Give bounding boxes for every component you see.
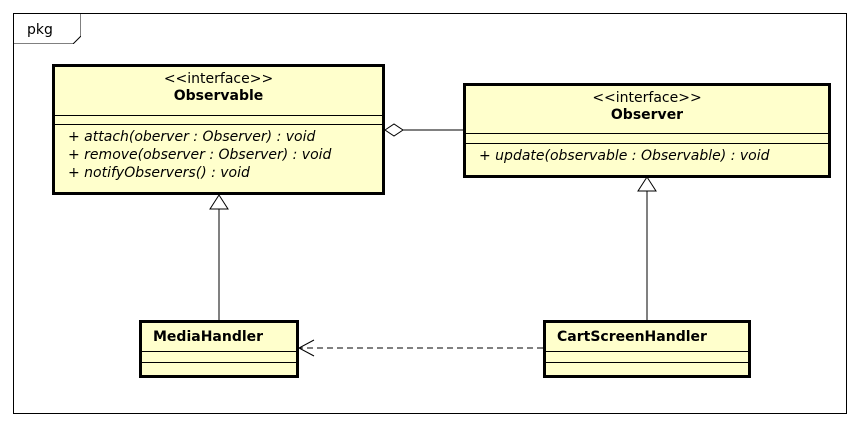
observable-divider: [55, 115, 382, 116]
media-handler-attributes: [142, 352, 296, 362]
observable-method-remove: + remove(observer : Observer) : void: [68, 147, 332, 163]
observer-class-name: Observer: [610, 107, 684, 123]
media-handler-class-box: MediaHandler: [139, 320, 299, 378]
observer-realization-arrowhead-icon: [637, 176, 657, 192]
media-handler-divider: [142, 351, 296, 352]
media-handler-header: MediaHandler: [142, 323, 296, 351]
package-frame: [13, 13, 847, 414]
observer-interface-box: <<interface>> Observer + update(observab…: [463, 83, 831, 178]
observer-divider: [466, 143, 828, 144]
package-tab: [13, 13, 81, 44]
observable-method-attach: + attach(oberver : Observer) : void: [68, 129, 316, 145]
observer-header: <<interface>> Observer: [466, 86, 828, 133]
cart-screen-handler-class-box: CartScreenHandler: [543, 320, 751, 378]
cart-screen-handler-attributes: [546, 352, 748, 362]
cart-screen-handler-class-name: CartScreenHandler: [557, 329, 707, 345]
observable-class-name: Observable: [173, 88, 264, 104]
media-handler-class-name: MediaHandler: [153, 329, 264, 345]
observer-stereotype: <<interface>>: [592, 90, 702, 106]
observable-interface-box: <<interface>> Observable + attach(oberve…: [52, 64, 385, 195]
observer-method-update: + update(observable : Observable) : void: [479, 148, 770, 164]
observable-header: <<interface>> Observable: [55, 67, 382, 115]
observer-divider: [466, 133, 828, 134]
observer-attributes: [466, 134, 828, 143]
package-label: pkg: [27, 22, 53, 38]
cart-screen-handler-divider: [546, 362, 748, 363]
dependency-arrowhead-icon: [297, 339, 315, 357]
cart-screen-handler-header: CartScreenHandler: [546, 323, 748, 351]
observer-methods: + update(observable : Observable) : void: [466, 144, 828, 165]
observable-realization-arrowhead-icon: [209, 194, 229, 210]
observable-attributes: [55, 116, 382, 124]
media-handler-divider: [142, 362, 296, 363]
observable-method-notify: + notifyObservers() : void: [68, 165, 250, 181]
observable-methods: + attach(oberver : Observer) : void + re…: [55, 125, 382, 182]
observable-divider: [55, 124, 382, 125]
cart-screen-handler-divider: [546, 351, 748, 352]
aggregation-diamond-icon: [384, 123, 404, 137]
observable-stereotype: <<interface>>: [163, 71, 274, 87]
